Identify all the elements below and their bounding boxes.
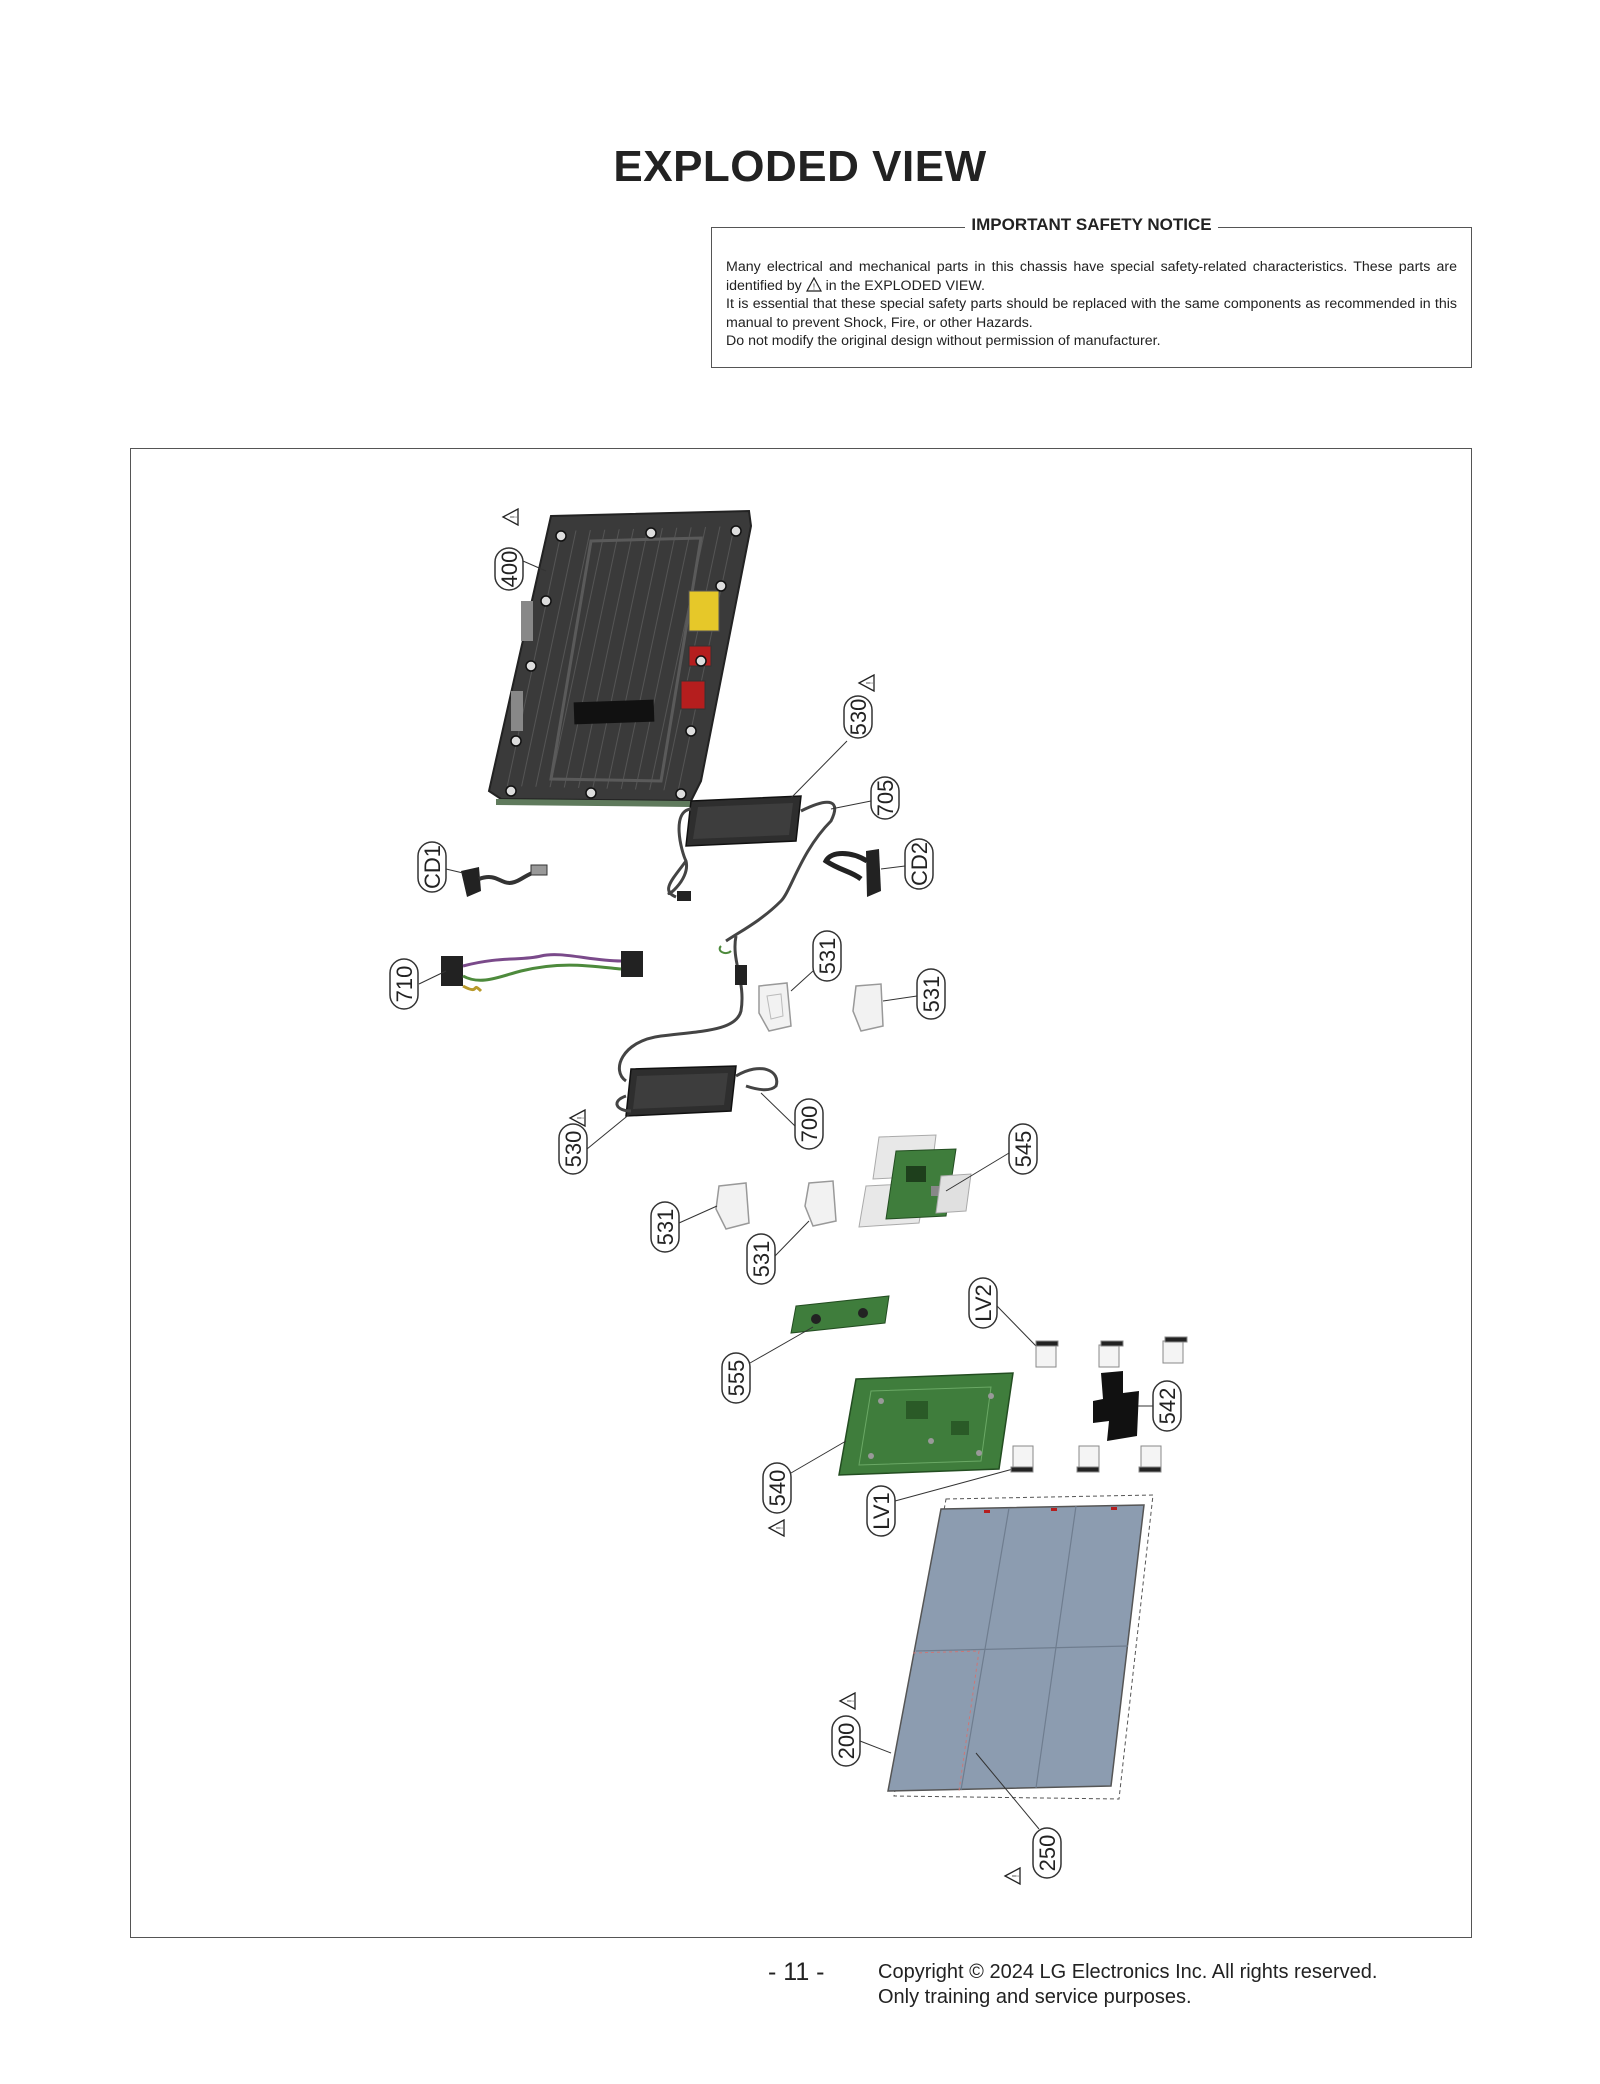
callout-531-b	[916, 968, 946, 1020]
callout-710	[389, 958, 419, 1010]
part-label-531-c: 531	[653, 1209, 678, 1246]
bracket-531-upper-right	[852, 983, 884, 1032]
display-panel-200	[887, 1494, 1154, 1800]
notice-line3: Do not modify the original design withou…	[726, 333, 1161, 350]
notice-line1-a: Many electrical and mechanical parts in …	[726, 259, 1457, 294]
part-label-555: 555	[724, 1360, 749, 1397]
exploded-view-drawing: ! 400	[389, 508, 1188, 1885]
bracket-531-lower-left	[715, 1182, 750, 1230]
page-title: EXPLODED VIEW	[613, 142, 987, 191]
part-label-542: 542	[1155, 1388, 1180, 1425]
exploded-view-frame: ! 400	[130, 448, 1472, 1938]
warning-triangle-icon: !	[805, 276, 822, 292]
callout-555	[721, 1352, 751, 1404]
part-label-cd1: CD1	[420, 845, 445, 889]
copyright-footer: Copyright © 2024 LG Electronics Inc. All…	[878, 1960, 1377, 2010]
callout-540	[762, 1462, 792, 1514]
callout-531-d	[746, 1233, 776, 1285]
callout-545	[1008, 1123, 1038, 1175]
part-label-705: 705	[873, 780, 898, 817]
bracket-531-lower-right	[804, 1180, 837, 1227]
callout-400	[494, 547, 524, 591]
part-label-lv2: LV2	[971, 1284, 996, 1322]
cable-cd2	[822, 849, 881, 897]
callout-530-top	[843, 695, 873, 739]
notice-line2: It is essential that these special safet…	[726, 296, 1457, 331]
part-label-531-d: 531	[749, 1241, 774, 1278]
callout-531-c	[650, 1201, 680, 1253]
lvds-cables-lv1	[1010, 1445, 1162, 1473]
power-adapter-530-bottom	[615, 1065, 779, 1117]
callout-lv2	[968, 1277, 998, 1329]
board-545	[858, 1134, 972, 1228]
part-label-540: 540	[765, 1470, 790, 1507]
lvds-cables-lv2	[1035, 1336, 1188, 1368]
part-label-lv1: LV1	[869, 1492, 894, 1530]
part-label-400: 400	[497, 551, 522, 588]
part-label-545: 545	[1011, 1131, 1036, 1168]
callout-531-a	[812, 930, 842, 982]
safety-notice-title: IMPORTANT SAFETY NOTICE	[965, 215, 1218, 234]
notice-line1-b: in the EXPLODED VIEW.	[825, 277, 985, 294]
part-label-531-b: 531	[919, 976, 944, 1013]
board-555	[790, 1295, 890, 1334]
wire-harness-710	[441, 951, 643, 993]
copyright-line-1: Copyright © 2024 LG Electronics Inc. All…	[878, 1961, 1378, 1983]
part-label-530-top: 530	[846, 699, 871, 736]
part-label-200: 200	[834, 1723, 859, 1760]
callout-250	[1032, 1827, 1062, 1879]
part-label-710: 710	[392, 966, 417, 1003]
callout-lv1	[866, 1485, 896, 1537]
main-board-540	[838, 1372, 1014, 1476]
callout-705	[870, 776, 900, 820]
copyright-line-2: Only training and service purposes.	[878, 1986, 1192, 2008]
part-label-700: 700	[797, 1106, 822, 1143]
svg-text:!: !	[813, 282, 815, 291]
back-chassis-400	[487, 509, 753, 807]
safety-notice-box: IMPORTANT SAFETY NOTICE Many electrical …	[711, 215, 1472, 368]
part-label-250: 250	[1035, 1835, 1060, 1872]
part-label-531-a: 531	[815, 938, 840, 975]
bracket-542	[1093, 1371, 1139, 1441]
part-label-cd2: CD2	[907, 842, 932, 886]
part-label-530-bottom: 530	[561, 1131, 586, 1168]
power-adapter-530-top	[667, 795, 837, 943]
cable-cd1	[461, 864, 548, 897]
callout-cd2	[904, 838, 934, 890]
page-number: - 11 -	[768, 1958, 825, 1986]
callout-cd1	[417, 841, 447, 893]
safety-notice-body: Many electrical and mechanical parts in …	[726, 258, 1457, 351]
bracket-531-upper-left	[758, 982, 792, 1032]
callout-700	[794, 1098, 824, 1150]
